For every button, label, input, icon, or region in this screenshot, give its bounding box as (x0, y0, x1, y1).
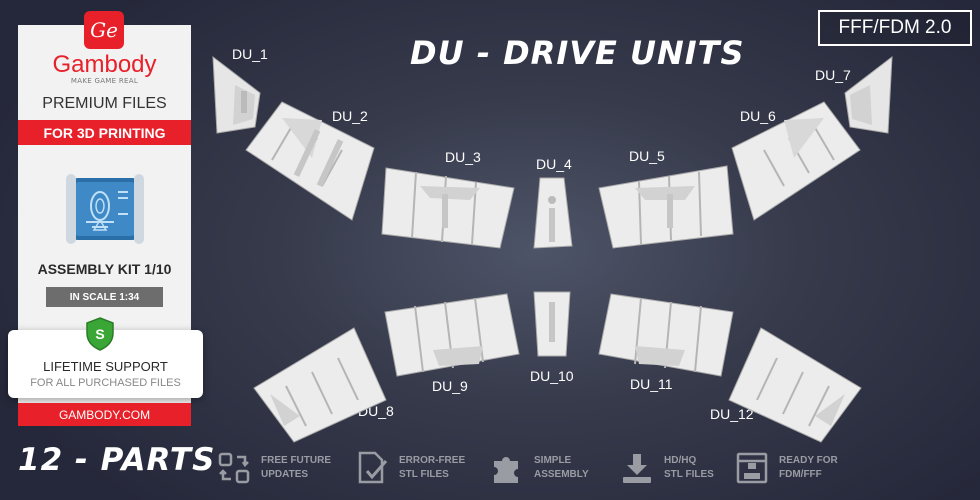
feature-text: ERROR-FREE STL FILES (399, 455, 466, 480)
part-du5 (598, 165, 734, 249)
part-label-du3: DU_3 (445, 149, 481, 165)
feature-ready-fdm: READY FOR FDM/FFF (735, 448, 859, 488)
feature-text: SIMPLE ASSEMBLY (534, 455, 589, 480)
part-du4 (533, 177, 573, 249)
part-du11 (598, 293, 734, 377)
part-du2 (245, 101, 375, 221)
feature-text: READY FOR FDM/FFF (779, 455, 838, 480)
file-download-icon (623, 454, 651, 483)
parts-count-title: 12 - PARTS (18, 442, 216, 478)
printer-icon (736, 452, 768, 484)
gambody-logo: Ge (84, 11, 124, 49)
part-du10 (533, 291, 571, 357)
shield-letter: S (95, 326, 104, 342)
feature-free-updates: FREE FUTURE UPDATES (217, 448, 341, 488)
scale-badge: IN SCALE 1:34 (46, 287, 163, 307)
part-du9 (384, 293, 520, 377)
page-title: DU - DRIVE UNITS (410, 34, 745, 72)
part-label-du2: DU_2 (332, 108, 368, 124)
feature-simple-assembly: SIMPLE ASSEMBLY (490, 448, 614, 488)
part-du8 (253, 327, 387, 443)
lifetime-support-subtitle: FOR ALL PURCHASED FILES (30, 377, 181, 389)
part-label-du10: DU_10 (530, 368, 574, 384)
site-link[interactable]: GAMBODY.COM (18, 403, 191, 426)
puzzle-icon (494, 457, 518, 483)
part-du1 (212, 55, 261, 134)
part-du6 (731, 101, 861, 221)
feature-text: HD/HQ STL FILES (664, 455, 714, 480)
brand-name: Gambody (52, 51, 157, 78)
file-check-icon (358, 451, 388, 484)
part-label-du1: DU_1 (232, 46, 268, 62)
feature-hd-stl: HD/HQ STL FILES (620, 448, 744, 488)
feature-error-free: ERROR-FREE STL FILES (355, 448, 479, 488)
part-du12 (728, 327, 862, 443)
brand-tagline: MAKE GAME REAL (70, 77, 139, 85)
part-label-du6: DU_6 (740, 108, 776, 124)
premium-files-label: PREMIUM FILES (42, 95, 167, 112)
refresh-grid-icon (218, 452, 250, 484)
assembly-kit-title: ASSEMBLY KIT 1/10 (37, 261, 172, 277)
for-3d-printing-band: FOR 3D PRINTING (18, 120, 191, 145)
part-du7 (844, 55, 893, 134)
part-label-du12: DU_12 (710, 406, 754, 422)
part-label-du4: DU_4 (536, 156, 572, 172)
part-label-du9: DU_9 (432, 378, 468, 394)
feature-text: FREE FUTURE UPDATES (261, 455, 331, 480)
part-label-du5: DU_5 (629, 148, 665, 164)
part-du3 (381, 167, 515, 249)
version-badge: FFF/FDM 2.0 (818, 10, 972, 46)
shield-icon: S (86, 317, 114, 351)
part-label-du11: DU_11 (630, 376, 673, 392)
part-label-du7: DU_7 (815, 67, 851, 83)
blueprint-icon (66, 174, 144, 244)
lifetime-support-title: LIFETIME SUPPORT (43, 359, 168, 374)
